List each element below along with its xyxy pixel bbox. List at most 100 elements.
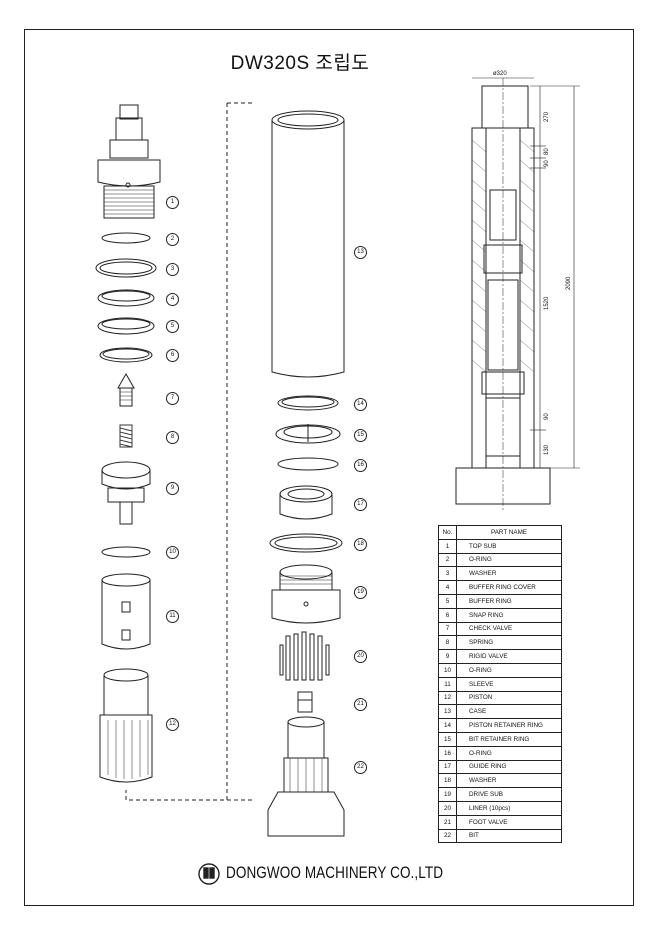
company-logo-icon xyxy=(198,863,220,885)
callout-16: 16 xyxy=(354,459,367,472)
callout-20: 20 xyxy=(354,650,367,663)
part-sleeve xyxy=(101,573,151,650)
part-number: 7 xyxy=(438,621,457,637)
part-name: BUFFER RING xyxy=(456,593,562,609)
callout-14: 14 xyxy=(354,398,367,411)
part-number: 15 xyxy=(438,731,457,747)
cross-section-view xyxy=(455,78,551,510)
drawing-frame xyxy=(24,29,634,906)
header-no: No. xyxy=(438,525,457,540)
callout-19: 19 xyxy=(354,586,367,599)
part-name: FOOT VALVE xyxy=(456,814,562,830)
part-name: BIT RETAINER RING xyxy=(456,731,562,747)
callout-9: 9 xyxy=(166,482,179,495)
part-piston xyxy=(99,668,153,783)
callout-21: 21 xyxy=(354,698,367,711)
dim-1520: 1520 xyxy=(544,296,550,310)
part-foot-valve xyxy=(297,691,313,713)
callout-22: 22 xyxy=(354,761,367,774)
callout-10: 10 xyxy=(166,546,179,559)
part-name: WASHER xyxy=(456,566,562,582)
part-name: WASHER xyxy=(456,773,562,789)
part-spring xyxy=(119,424,133,448)
part-number: 11 xyxy=(438,676,457,692)
alignment-dashed-line xyxy=(125,102,255,801)
part-name: SPRING xyxy=(456,635,562,651)
part-name: GUIDE RING xyxy=(456,759,562,775)
part-name: SNAP RING xyxy=(456,607,562,623)
part-number: 16 xyxy=(438,745,457,761)
part-number: 14 xyxy=(438,718,457,733)
part-name: BUFFER RING COVER xyxy=(456,580,562,595)
callout-15: 15 xyxy=(354,429,367,442)
part-bit xyxy=(267,716,345,837)
part-name: DRIVE SUB xyxy=(456,787,562,802)
part-name: TOP SUB xyxy=(456,538,562,554)
part-name: PISTON xyxy=(456,690,562,706)
dim-130: 130 xyxy=(544,444,550,455)
part-name: RIGID VALVE xyxy=(456,649,562,664)
part-number: 18 xyxy=(438,773,457,789)
callout-3: 3 xyxy=(166,263,179,276)
part-name: BIT xyxy=(456,828,562,844)
callout-6: 6 xyxy=(166,349,179,362)
part-number: 17 xyxy=(438,759,457,775)
dim-80: 80 xyxy=(544,148,550,155)
part-number: 9 xyxy=(438,649,457,664)
part-number: 13 xyxy=(438,704,457,720)
dim-90b: 90 xyxy=(544,413,550,420)
part-number: 22 xyxy=(438,828,457,844)
part-number: 10 xyxy=(438,662,457,678)
part-bit-retainer-ring-15 xyxy=(275,424,341,444)
callout-11: 11 xyxy=(166,610,179,623)
part-name: O-RING xyxy=(456,552,562,568)
part-drive-sub xyxy=(271,564,341,624)
dim-diameter: ø320 xyxy=(493,71,507,77)
dim-2090: 2090 xyxy=(566,276,572,290)
part-name: O-RING xyxy=(456,745,562,761)
part-number: 12 xyxy=(438,690,457,706)
part-washer-3 xyxy=(95,258,157,278)
part-liner xyxy=(279,631,330,681)
part-piston-retainer-ring-14 xyxy=(277,395,339,411)
part-number: 21 xyxy=(438,814,457,830)
dim-90: 90 xyxy=(544,160,550,167)
callout-13: 13 xyxy=(354,246,367,259)
callout-8: 8 xyxy=(166,431,179,444)
part-name: SLEEVE xyxy=(456,676,562,692)
drawing-title: DW320S 조립도 xyxy=(230,53,370,74)
part-number: 4 xyxy=(438,580,457,595)
part-rigid-valve xyxy=(101,461,151,525)
part-number: 3 xyxy=(438,566,457,582)
part-guide-ring-17 xyxy=(279,485,333,520)
callout-4: 4 xyxy=(166,293,179,306)
callout-17: 17 xyxy=(354,498,367,511)
callout-5: 5 xyxy=(166,320,179,333)
part-check-valve xyxy=(117,372,135,407)
part-number: 19 xyxy=(438,787,457,802)
part-name: LINER (10pcs) xyxy=(456,800,562,816)
part-o-ring-16 xyxy=(277,457,339,471)
part-buffer-ring-cover-4 xyxy=(97,289,155,307)
callout-1: 1 xyxy=(166,196,179,209)
part-washer-18 xyxy=(269,533,343,553)
